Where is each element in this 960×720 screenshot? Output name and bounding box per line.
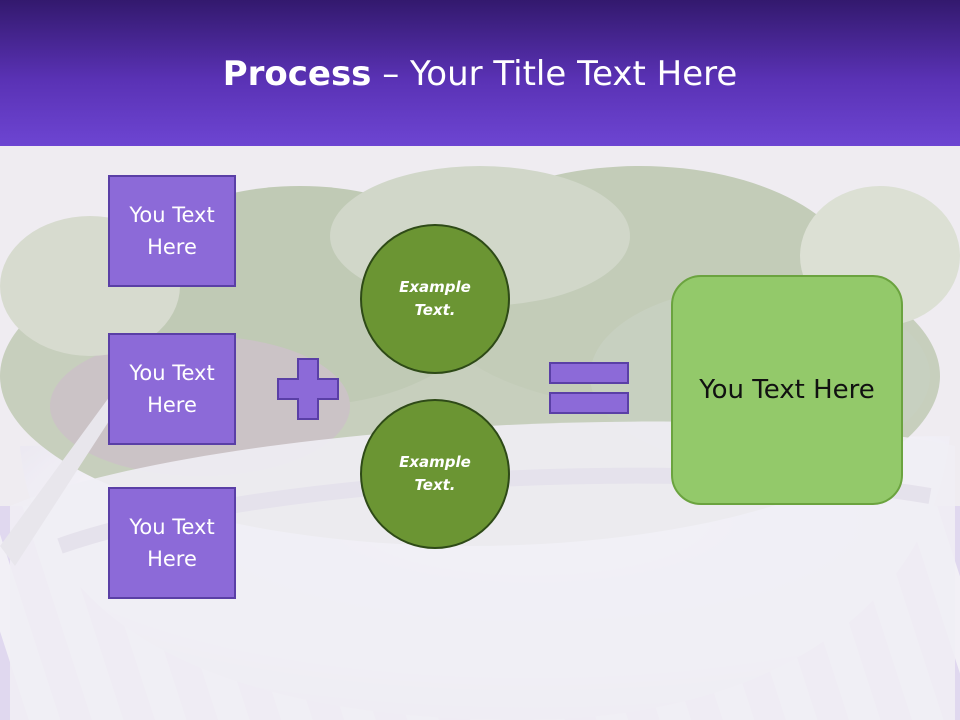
plus-icon [277,358,339,420]
input-box-1: You Text Here [108,175,236,287]
title-bold-text: Process [222,54,372,94]
input-box-2: You Text Here [108,333,236,445]
example-circle-2: Example Text. [360,399,510,549]
title-bar [0,0,960,146]
example-circle-1: Example Text. [360,224,510,374]
input-box-3: You Text Here [108,487,236,599]
equals-icon [549,362,629,414]
result-box: You Text Here [671,275,903,505]
title-rest-text: – Your Title Text Here [371,54,738,94]
slide-title: Process – Your Title Text Here [0,52,960,96]
